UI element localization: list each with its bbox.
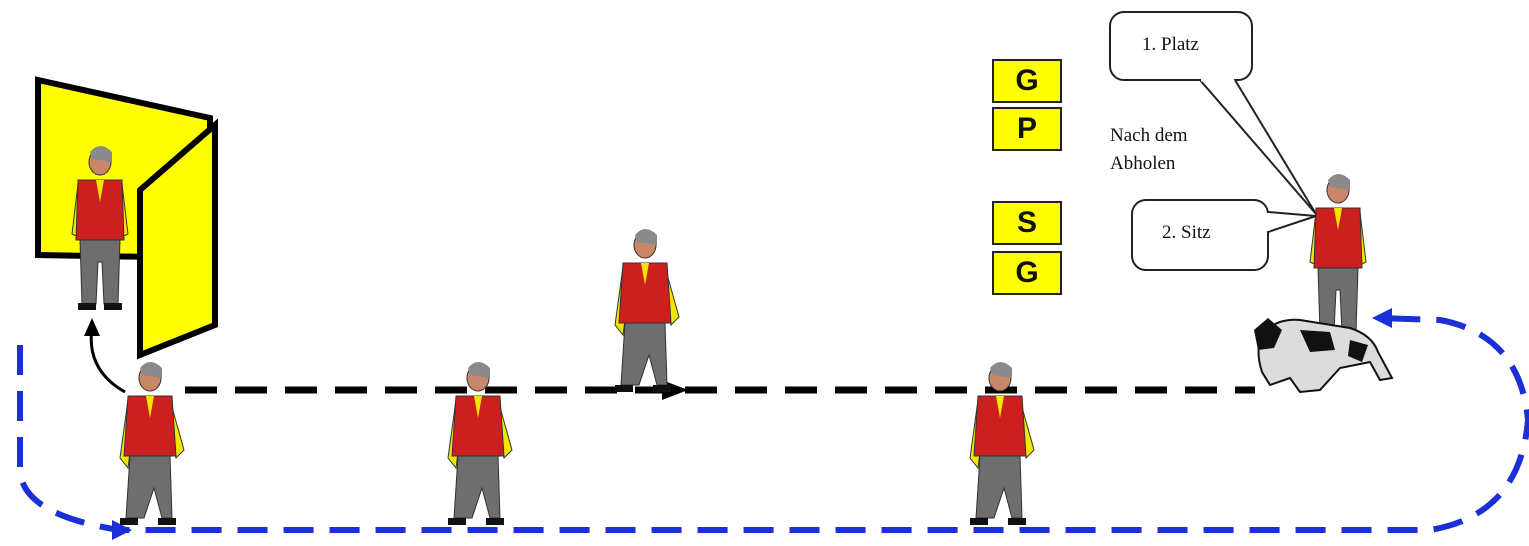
handler-walk-3	[970, 362, 1034, 525]
handler-walk-1	[448, 362, 512, 525]
note-after-pickup: Nach dem Abholen	[1110, 122, 1188, 178]
handler-walk-2	[615, 229, 679, 392]
dog	[1254, 318, 1392, 392]
blue-arrowhead-right	[1372, 308, 1392, 328]
callout-platz	[1110, 12, 1316, 214]
sign-g-bottom: G	[992, 251, 1062, 295]
note-line-2: Abholen	[1110, 150, 1188, 178]
handler-with-dog	[1310, 174, 1366, 338]
callout-sitz-text: 2. Sitz	[1162, 222, 1211, 244]
sign-g-top: G	[992, 59, 1062, 103]
callout-platz-text: 1. Platz	[1142, 34, 1199, 56]
note-line-1: Nach dem	[1110, 122, 1188, 150]
enter-hide-arrow	[91, 328, 125, 392]
handler-start	[120, 362, 184, 525]
callout-sitz	[1132, 200, 1316, 270]
enter-hide-arrowhead	[84, 318, 100, 336]
sign-p: P	[992, 107, 1062, 151]
sign-s: S	[992, 201, 1062, 245]
